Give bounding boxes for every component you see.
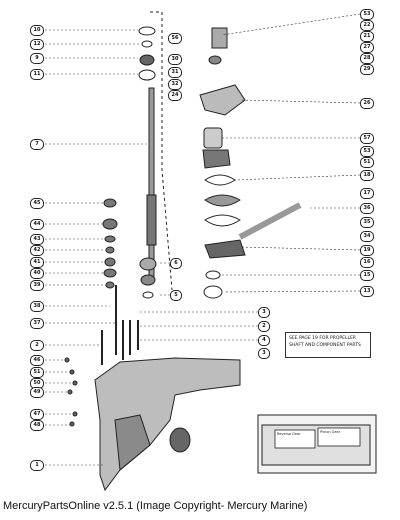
shaft-spline — [146, 194, 157, 246]
callout-45[interactable]: 45 — [30, 198, 44, 209]
callout-3[interactable]: 3 — [258, 348, 270, 359]
nut — [142, 291, 154, 299]
water-tube — [238, 202, 302, 240]
housing-shadow — [114, 414, 151, 471]
callout-30[interactable]: 30 — [168, 54, 182, 65]
pump-plate — [202, 149, 231, 169]
callout-51[interactable]: 51 — [360, 157, 374, 168]
callout-37[interactable]: 37 — [30, 318, 44, 329]
callout-34[interactable]: 34 — [360, 231, 374, 242]
callout-53[interactable]: 53 — [360, 146, 374, 157]
callout-4[interactable]: 4 — [258, 335, 270, 346]
spring-part — [211, 27, 228, 49]
callout-13[interactable]: 13 — [360, 286, 374, 297]
callout-21[interactable]: 21 — [360, 31, 374, 42]
callout-31[interactable]: 31 — [168, 67, 182, 78]
propeller-bore — [169, 427, 191, 453]
callout-11[interactable]: 11 — [30, 69, 44, 80]
callout-10[interactable]: 10 — [30, 25, 44, 36]
callout-1[interactable]: 1 — [30, 460, 44, 471]
callout-28[interactable]: 28 — [360, 53, 374, 64]
callout-51-left[interactable]: 51 — [30, 367, 44, 378]
callout-40[interactable]: 40 — [30, 268, 44, 279]
callout-57[interactable]: 57 — [360, 133, 374, 144]
gasket — [204, 174, 236, 186]
drive-shaft — [148, 87, 155, 279]
callout-56[interactable]: 56 — [168, 33, 182, 44]
callout-22[interactable]: 22 — [360, 20, 374, 31]
inset-label-pinion: Pinion Gear — [320, 430, 341, 434]
grommet-part — [208, 55, 222, 65]
callout-36[interactable]: 36 — [360, 203, 374, 214]
callout-7[interactable]: 7 — [30, 139, 44, 150]
alignment-line — [150, 11, 173, 291]
callout-41[interactable]: 41 — [30, 257, 44, 268]
callout-17[interactable]: 17 — [360, 188, 374, 199]
note-line-2: SHAFT AND COMPONENT PARTS — [289, 343, 361, 348]
callout-43[interactable]: 43 — [30, 234, 44, 245]
callout-16[interactable]: 16 — [360, 257, 374, 268]
callout-32[interactable]: 32 — [168, 79, 182, 90]
callout-53-top[interactable]: 53 — [360, 9, 374, 20]
bearing-cup — [140, 274, 156, 286]
callout-6[interactable]: 6 — [170, 258, 182, 269]
pinion-gear — [139, 257, 157, 271]
washer-part — [141, 40, 153, 48]
callout-49[interactable]: 49 — [30, 387, 44, 398]
callout-29[interactable]: 29 — [360, 64, 374, 75]
seal-part — [138, 26, 156, 36]
base-plate — [204, 194, 241, 207]
gasket-2 — [204, 214, 241, 227]
callout-2-left[interactable]: 2 — [30, 340, 44, 351]
callout-18[interactable]: 18 — [360, 170, 374, 181]
callout-15[interactable]: 15 — [360, 270, 374, 281]
callout-47[interactable]: 47 — [30, 409, 44, 420]
reference-note: SEE PAGE 19 FOR PROPELLER SHAFT AND COMP… — [285, 332, 371, 358]
callout-26[interactable]: 26 — [360, 98, 374, 109]
o-ring-part — [138, 69, 156, 81]
callout-3-mid[interactable]: 3 — [258, 307, 270, 318]
callout-46[interactable]: 46 — [30, 355, 44, 366]
callout-35[interactable]: 35 — [360, 217, 374, 228]
callout-39[interactable]: 39 — [30, 280, 44, 291]
callout-12[interactable]: 12 — [30, 39, 44, 50]
seal-ring — [205, 270, 221, 280]
impeller — [203, 127, 223, 149]
callout-9[interactable]: 9 — [30, 53, 44, 64]
inset-label-reverse: Reverse Gear — [277, 432, 301, 436]
callout-38[interactable]: 38 — [30, 301, 44, 312]
callout-5[interactable]: 5 — [170, 290, 182, 301]
callout-27[interactable]: 27 — [360, 42, 374, 53]
pump-housing — [199, 84, 246, 116]
image-caption: MercuryPartsOnline v2.5.1 (Image Copyrig… — [3, 500, 308, 512]
water-pump-base — [204, 239, 246, 259]
note-line-1: SEE PAGE 19 FOR PROPELLER — [289, 336, 356, 341]
callout-2-mid[interactable]: 2 — [258, 321, 270, 332]
callout-24[interactable]: 24 — [168, 90, 182, 101]
callout-48[interactable]: 48 — [30, 420, 44, 431]
callout-44[interactable]: 44 — [30, 219, 44, 230]
callout-42[interactable]: 42 — [30, 245, 44, 256]
bearing-part — [139, 54, 155, 66]
o-ring — [203, 285, 223, 299]
callout-19[interactable]: 19 — [360, 245, 374, 256]
